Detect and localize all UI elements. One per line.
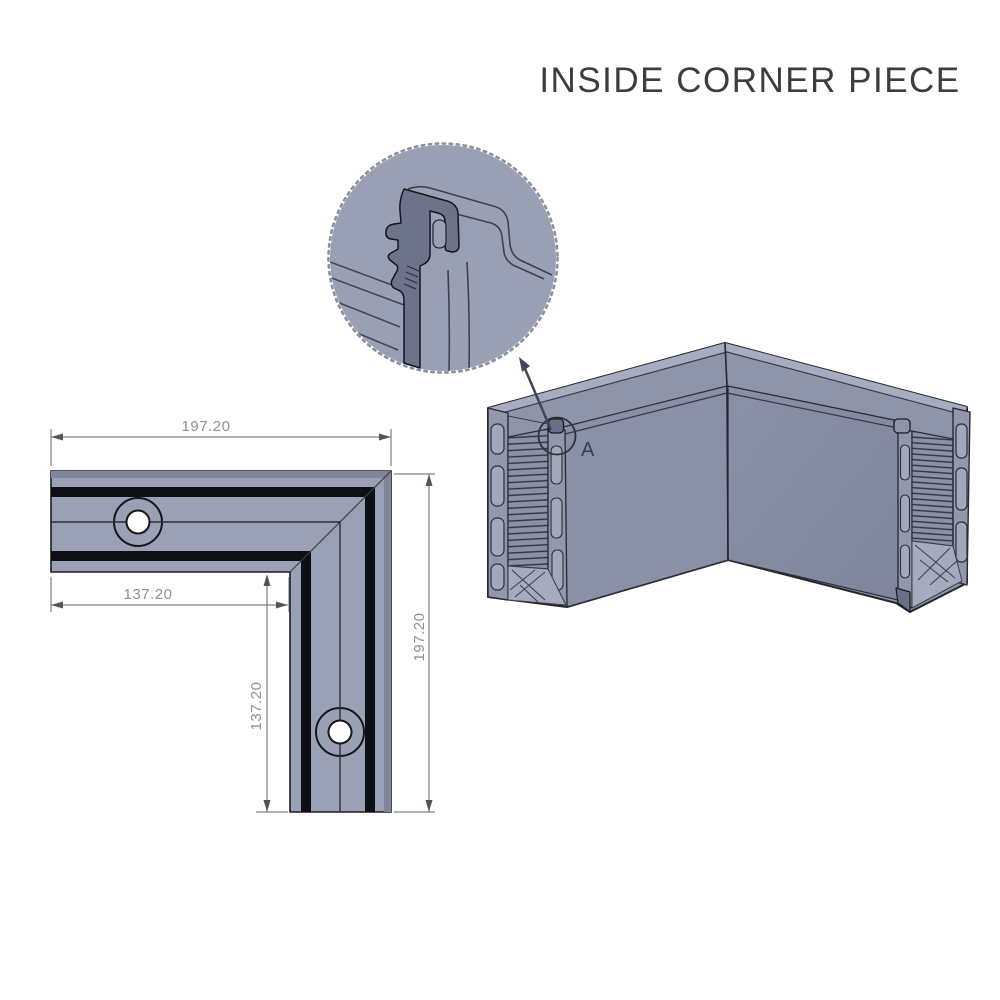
clip-serrations <box>403 265 420 290</box>
iso-right-floor <box>911 540 963 609</box>
dim-ih-arrow-left <box>51 601 63 609</box>
iso-right-floor-lattice <box>914 544 959 586</box>
dim-right-arrow-bottom <box>425 800 433 812</box>
dim-top-arrow-left <box>51 433 63 441</box>
iso-left-floor <box>507 565 567 606</box>
clip-window <box>432 219 447 249</box>
detail-background <box>330 145 556 371</box>
dim-iv-arrow-bottom <box>263 800 271 812</box>
dim-inner-vertical-value: 137.20 <box>248 682 265 731</box>
hole-vertical <box>327 719 353 745</box>
callout-arrow <box>519 357 553 431</box>
dim-right <box>394 473 435 813</box>
iso-rim-inner-line <box>490 351 965 417</box>
hole-horizontal <box>125 509 151 535</box>
iso-right-clip-tab <box>893 418 911 434</box>
dim-top-arrow-right <box>379 433 391 441</box>
iso-corner-edge <box>724 342 729 561</box>
dim-top <box>50 429 392 466</box>
iso-left-floor-lattice <box>509 569 546 603</box>
iso-left-clip-tab <box>547 418 565 434</box>
iso-left-ribs <box>507 428 549 570</box>
iso-view: A <box>487 342 971 613</box>
plan-groove-2 <box>51 551 311 812</box>
iso-right-endcap-truss <box>955 423 968 563</box>
callout-arrowhead <box>519 357 530 372</box>
dim-inner-horizontal-value: 137.20 <box>124 586 173 603</box>
iso-right-ribs <box>911 430 954 547</box>
detail-border <box>327 142 559 374</box>
iso-right-inner-truss <box>899 444 911 579</box>
dim-right-arrow-top <box>425 474 433 486</box>
dim-iv-arrow-top <box>263 574 271 586</box>
iso-left-inner-truss <box>550 445 564 591</box>
callout-label: A <box>581 439 595 461</box>
dim-inner-horizontal <box>50 577 290 612</box>
detail-content <box>330 185 553 371</box>
iso-left-endcap-truss <box>490 423 505 591</box>
dim-ih-arrow-right <box>276 601 288 609</box>
iso-right-wall <box>727 385 900 601</box>
dim-top-value: 197.20 <box>182 418 231 435</box>
dim-right-value: 197.20 <box>411 613 428 662</box>
plan-view: 197.20 137.20 137.20 197.20 <box>50 418 435 813</box>
clip-profile <box>385 188 460 369</box>
dim-inner-vertical <box>256 576 288 813</box>
page-title: INSIDE CORNER PIECE <box>539 61 960 100</box>
detail-view <box>327 142 559 374</box>
callout-circle <box>537 416 577 456</box>
iso-right-foot <box>895 587 911 613</box>
detail-wall-edges <box>407 185 553 371</box>
